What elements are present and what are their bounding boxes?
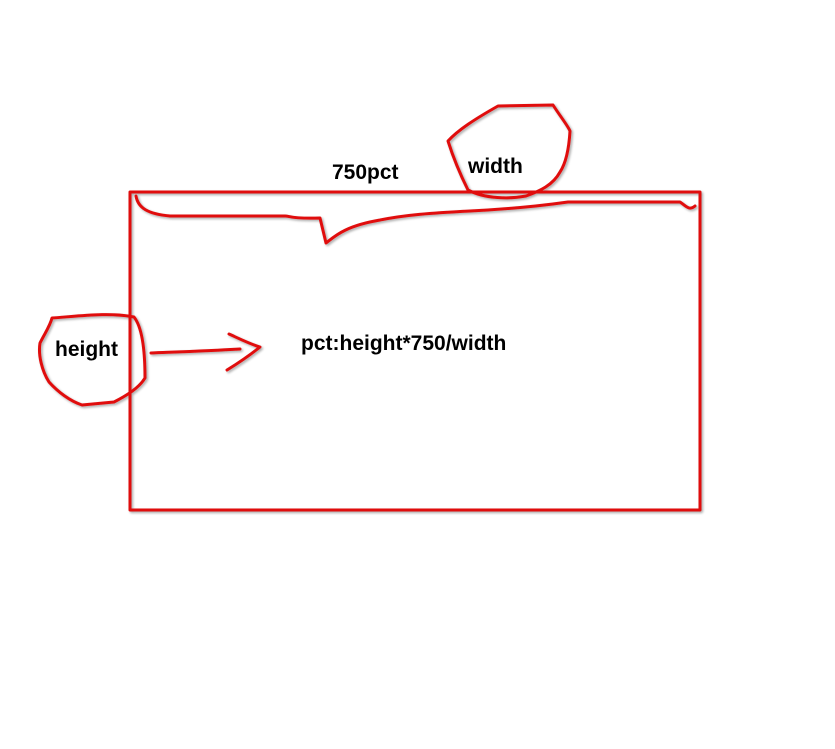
width-label: width <box>467 155 523 178</box>
height-label: height <box>55 338 118 361</box>
arrow-shaft <box>149 347 242 355</box>
formula-label: pct:height*750/width <box>301 332 506 355</box>
width-circle <box>446 103 572 200</box>
arrow-head <box>225 332 262 372</box>
main-rectangle <box>128 190 702 512</box>
height-circle <box>38 313 147 407</box>
width-brace <box>134 194 697 245</box>
top-label: 750pct <box>332 161 399 184</box>
